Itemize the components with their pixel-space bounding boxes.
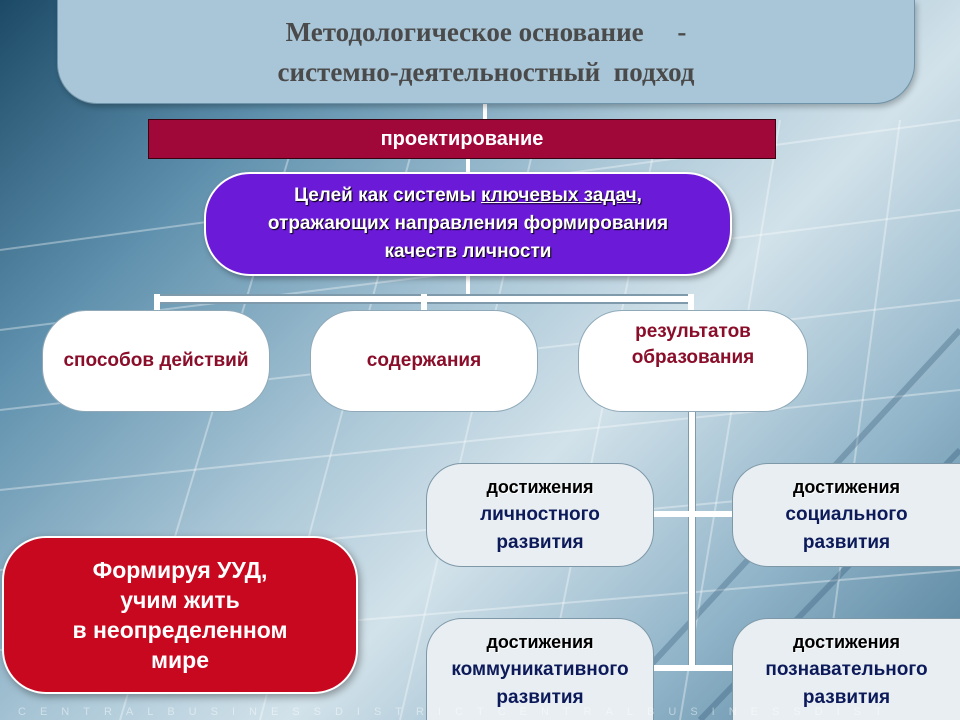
- title-line-2: системно-деятельностный подход: [277, 56, 695, 87]
- branch-methods: способов действий: [42, 310, 270, 412]
- connector-branch-content: [421, 294, 427, 312]
- design-bar-label: проектирование: [380, 127, 544, 150]
- achievement-communicative-head: достижения: [486, 631, 594, 652]
- achievement-communicative-line-2: развития: [496, 686, 584, 708]
- branch-results: результатов образования: [578, 310, 808, 412]
- goals-line-2: отражающих направления формирования: [267, 213, 669, 234]
- background-watermark-text: CENTRALBUSINESSDISTRICTCENTRALBUSINESSDI…: [18, 706, 896, 718]
- achievement-personal-line-1: личностного: [480, 504, 600, 525]
- achievement-cognitive: достижения познавательного развития: [732, 618, 960, 720]
- title-box: Методологическое основание - системно-де…: [57, 0, 915, 104]
- achievement-social-line-2: развития: [802, 532, 891, 553]
- branch-methods-label: способов действий: [63, 350, 249, 371]
- design-bar: проектирование: [148, 119, 776, 159]
- achievement-cognitive-head: достижения: [792, 631, 901, 652]
- achievement-cognitive-line-2: развития: [802, 686, 891, 708]
- connector-branch-methods: [154, 294, 160, 312]
- achievement-social-head: достижения: [792, 477, 901, 497]
- uud-line-4: мире: [151, 647, 209, 673]
- connector-lower-achievements: [640, 665, 740, 671]
- connector-branch-results: [688, 294, 694, 312]
- goals-line-1a: Целей как системы: [294, 185, 481, 206]
- goals-line-1: Целей как системы ключевых задач,: [294, 182, 642, 210]
- connector-results-vertical: [688, 412, 696, 670]
- uud-line-2: учим жить: [120, 587, 240, 613]
- achievement-social-line-1: социального: [785, 504, 908, 525]
- achievement-communicative-line-1: коммуникативного: [451, 658, 629, 680]
- branch-content: содержания: [310, 310, 538, 412]
- achievement-personal-line-2: развития: [496, 532, 584, 553]
- achievement-communicative: достижения коммуникативного развития: [426, 618, 654, 720]
- achievement-social: достижения социального развития: [732, 463, 960, 567]
- connector-bar-to-goals: [466, 158, 470, 176]
- connector-goals-down: [466, 276, 470, 296]
- goals-line-3: качеств личности: [384, 241, 552, 262]
- branch-content-label: содержания: [366, 350, 482, 371]
- achievement-personal-head: достижения: [486, 477, 594, 497]
- title-line-1: Методологическое основание -: [285, 16, 687, 47]
- achievement-cognitive-line-1: познавательного: [765, 658, 928, 680]
- uud-line-1: Формируя УУД,: [92, 557, 268, 583]
- connector-upper-achievements: [654, 511, 734, 517]
- branch-results-line-1: результатов: [635, 321, 751, 342]
- goals-line-1b: ключевых задач: [481, 185, 637, 206]
- branch-results-line-2: образования: [631, 347, 755, 368]
- achievement-personal: достижения личностного развития: [426, 463, 654, 567]
- uud-box: Формируя УУД, учим жить в неопределенном…: [2, 536, 358, 694]
- goals-line-1c: ,: [636, 185, 642, 206]
- connector-title-to-bar: [483, 104, 487, 120]
- goals-box: Целей как системы ключевых задач, отража…: [204, 172, 732, 276]
- uud-line-3: в неопределенном: [72, 617, 288, 643]
